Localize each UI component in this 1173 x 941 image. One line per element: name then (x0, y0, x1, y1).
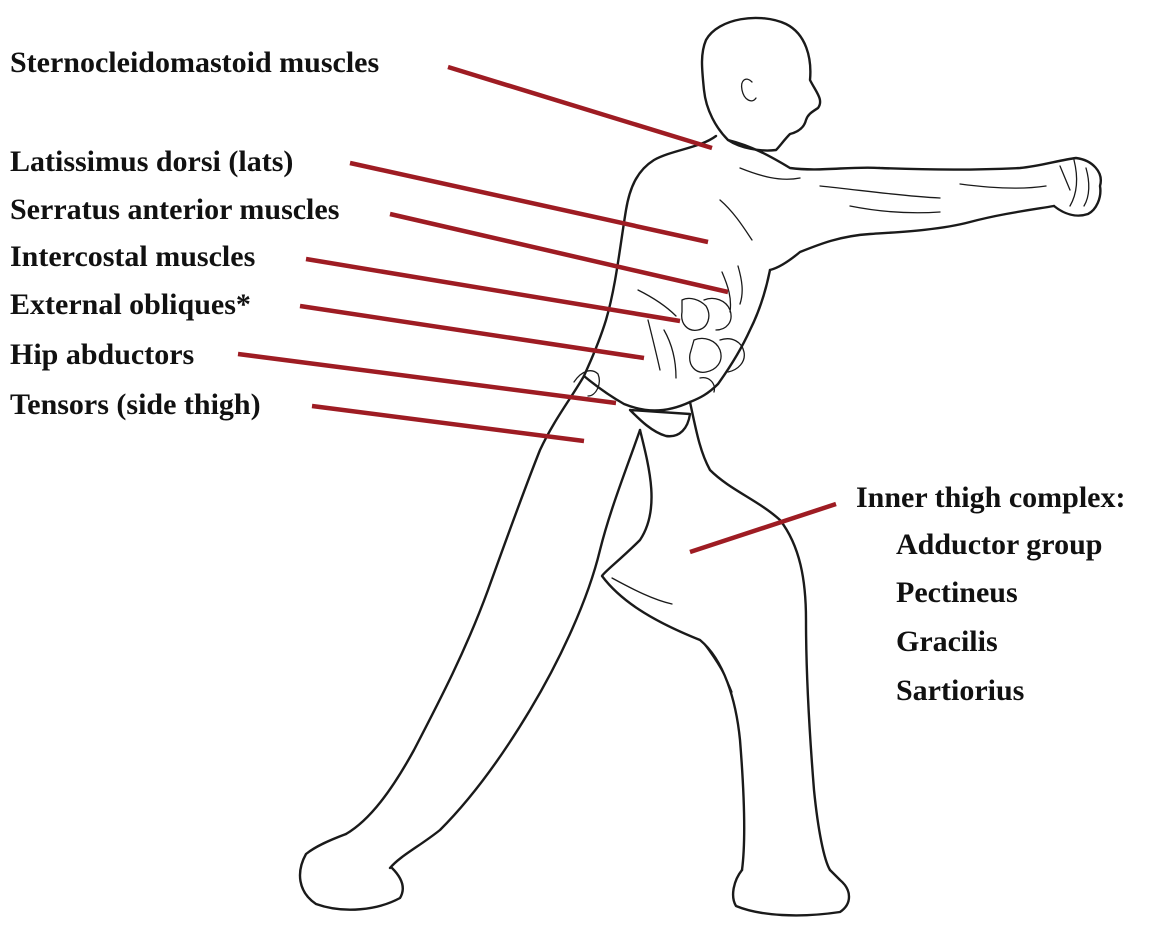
rear-leg-outline-back (390, 430, 640, 868)
label-pectineus: Pectineus (896, 578, 1018, 608)
back-outline (584, 136, 716, 376)
leader-hip-abductors (238, 354, 616, 403)
fist-detail (1060, 160, 1089, 206)
label-external-obliques: External obliques* (10, 290, 251, 320)
leader-tensors (312, 406, 584, 441)
leader-obliques (300, 306, 644, 358)
front-shoe (733, 870, 849, 915)
arm-muscle-detail (720, 168, 1046, 240)
label-gracilis: Gracilis (896, 627, 998, 657)
rear-shoe (300, 834, 403, 910)
label-tensors: Tensors (side thigh) (10, 390, 261, 420)
label-sartiorius: Sartiorius (896, 676, 1024, 706)
head-outline (702, 18, 820, 151)
front-leg-outline-top (690, 402, 830, 870)
label-sternocleidomastoid: Sternocleidomastoid muscles (10, 48, 379, 78)
front-leg-outline-inner (602, 430, 744, 870)
leader-lines (238, 67, 836, 552)
pocket-detail (574, 371, 599, 396)
label-intercostal: Intercostal muscles (10, 242, 255, 272)
label-serratus-anterior: Serratus anterior muscles (10, 195, 339, 225)
knee-detail (612, 578, 732, 692)
label-inner-thigh-heading: Inner thigh complex: (856, 483, 1125, 513)
label-latissimus-dorsi: Latissimus dorsi (lats) (10, 147, 293, 177)
leader-inner-thigh (690, 504, 836, 552)
rear-leg-outline-front (346, 376, 584, 834)
torso-front-outline (690, 270, 770, 402)
leader-latissimus (350, 163, 708, 242)
label-hip-abductors: Hip abductors (10, 340, 194, 370)
leader-sternocleidomastoid (448, 67, 712, 148)
ear-detail (742, 79, 756, 101)
label-adductor-group: Adductor group (896, 530, 1102, 560)
arm-lower-outline (770, 206, 1054, 270)
side-torso-detail (638, 290, 676, 378)
arm-upper-outline (728, 140, 1101, 216)
